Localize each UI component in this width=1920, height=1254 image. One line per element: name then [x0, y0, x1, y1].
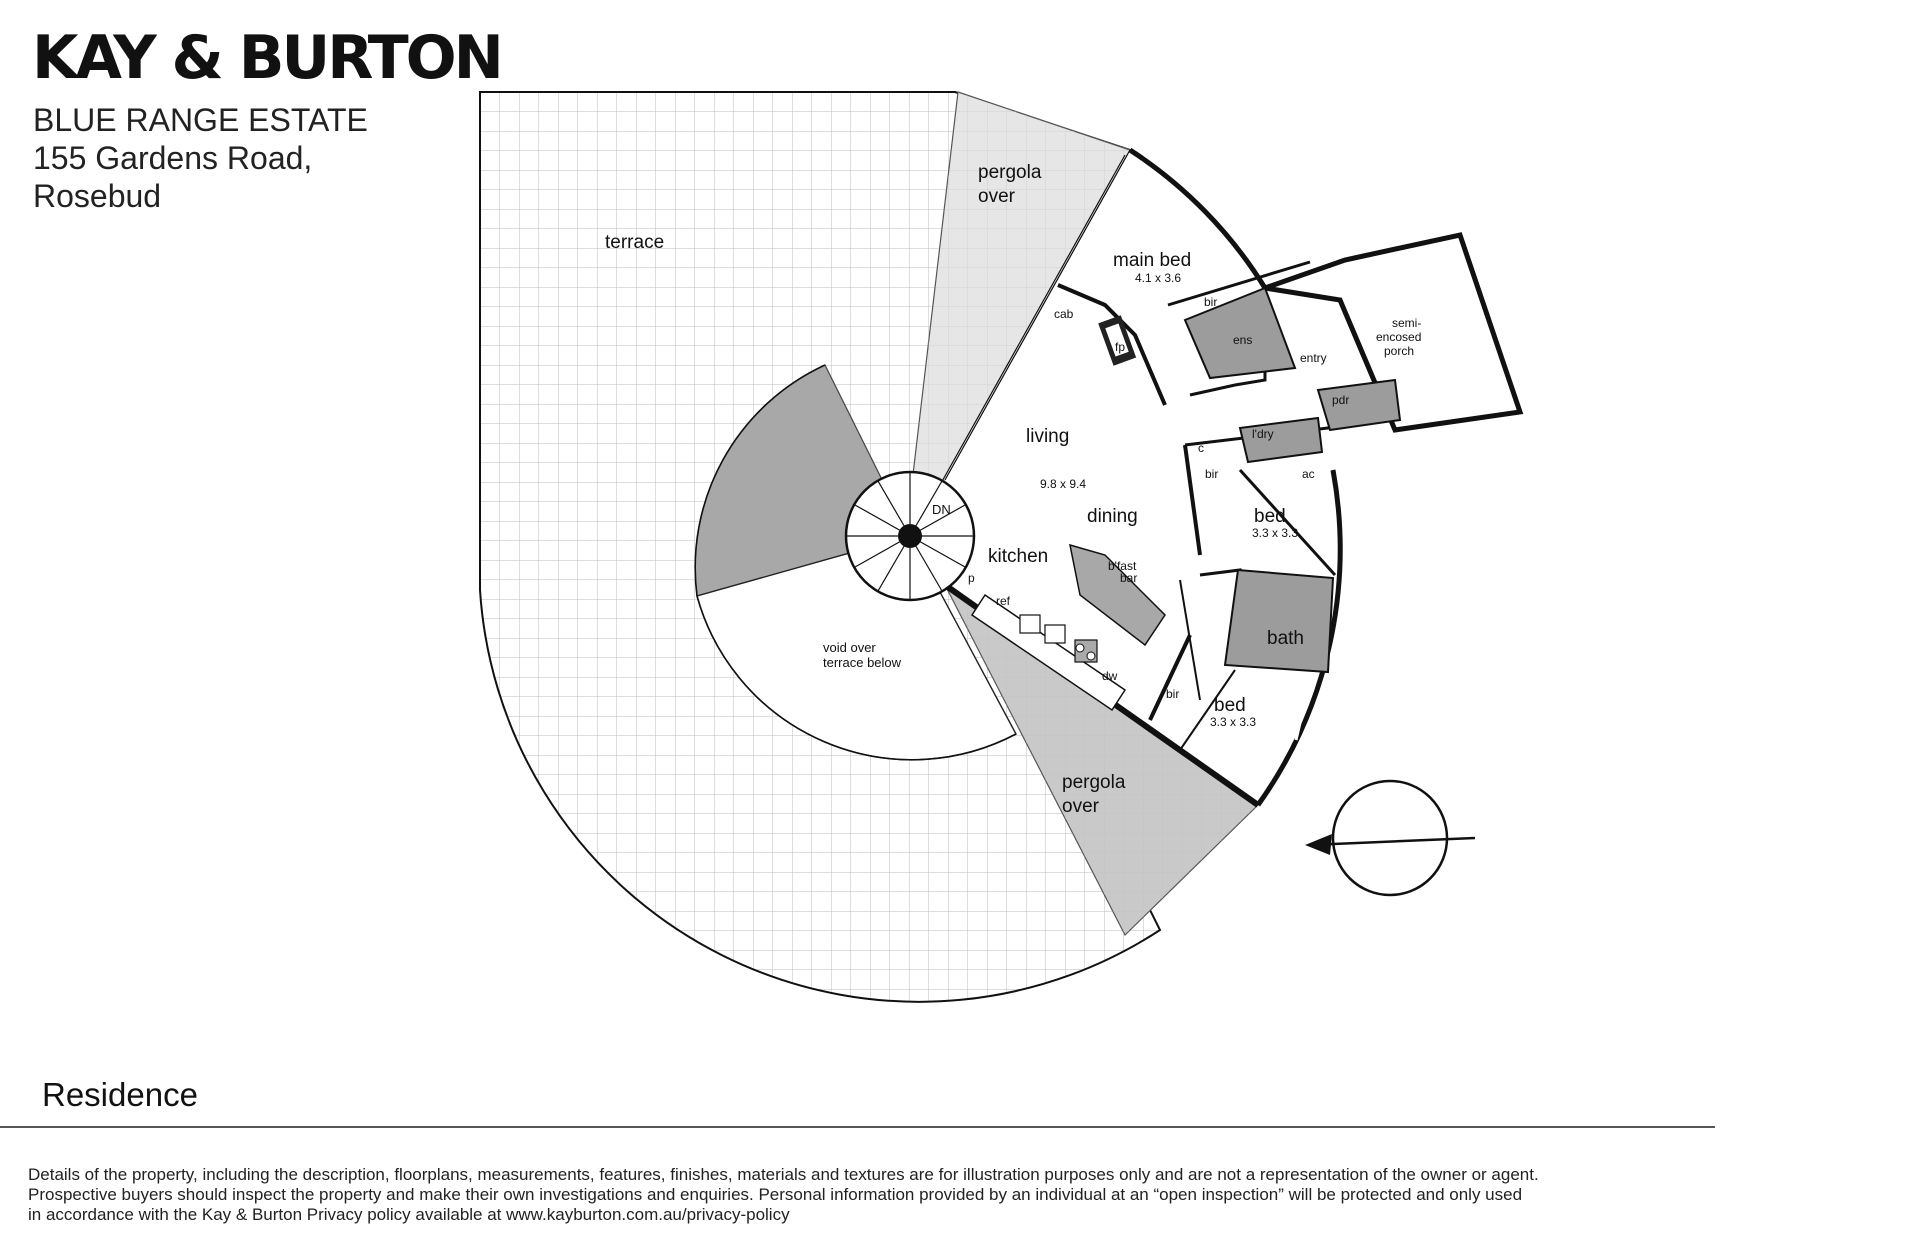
bir-bed2-label: bir: [1205, 467, 1218, 481]
dishwasher-label: dw: [1102, 669, 1118, 683]
cabinet-label: cab: [1054, 307, 1074, 321]
footer-divider: [0, 1126, 1715, 1128]
breakfast-bar: [1069, 543, 1166, 647]
living-dims: 9.8 x 9.4: [1040, 477, 1086, 491]
laundry-label: l'dry: [1252, 427, 1274, 441]
main-bed-dims: 4.1 x 3.6: [1135, 271, 1181, 285]
void-label-1: void over: [823, 640, 876, 655]
stair-direction-label: DN: [932, 502, 951, 517]
disclaimer-line-2: Prospective buyers should inspect the pr…: [28, 1185, 1523, 1204]
ens-label: ens: [1233, 333, 1252, 347]
address-line-2: 155 Gardens Road,: [33, 140, 313, 176]
porch-label-1: semi-: [1392, 316, 1421, 330]
north-arrow-icon: [1305, 779, 1476, 897]
cupboard-label: c: [1198, 441, 1204, 455]
void-label-2: terrace below: [823, 655, 902, 670]
bfast-label-1: b'fast: [1108, 559, 1137, 573]
section-title: Residence: [42, 1076, 198, 1113]
disclaimer-line-1: Details of the property, including the d…: [28, 1165, 1539, 1184]
pergola-top-label-1: pergola: [978, 162, 1042, 183]
outer-wall-curve: [1128, 147, 1268, 290]
pergola-top-label-2: over: [978, 186, 1016, 207]
pantry-label: p: [968, 571, 975, 585]
powder-wet-area: [1316, 378, 1402, 432]
disclaimer-line-3: in accordance with the Kay & Burton Priv…: [28, 1205, 790, 1224]
bed2-label: bed: [1254, 506, 1286, 527]
porch-label-3: porch: [1384, 344, 1414, 358]
bed2-dims: 3.3 x 3.3: [1252, 526, 1298, 540]
brand-logo: KAY & BURTON: [32, 23, 504, 93]
dining-label: dining: [1087, 506, 1138, 527]
spiral-stair: [844, 470, 976, 602]
pergola-bottom-label-2: over: [1062, 796, 1100, 817]
laundry-wet-area: [1238, 416, 1324, 464]
ac-label: ac: [1302, 467, 1315, 481]
address-line-3: Rosebud: [33, 178, 162, 214]
entry-label: entry: [1300, 351, 1327, 365]
pdr-label: pdr: [1332, 393, 1349, 407]
ensuite-wet-area: [1183, 286, 1297, 380]
bfast-label-2: bar: [1120, 571, 1137, 585]
terrace-label: terrace: [605, 232, 664, 253]
porch-label-2: encosed: [1376, 330, 1421, 344]
bed3-dims: 3.3 x 3.3: [1210, 715, 1256, 729]
bath-wet-area: [1223, 568, 1335, 674]
bath-label: bath: [1267, 628, 1304, 649]
main-bed-label: main bed: [1113, 250, 1191, 271]
pergola-bottom-label-1: pergola: [1062, 772, 1126, 793]
bir-main-label: bir: [1204, 295, 1217, 309]
porch-annex: [1264, 232, 1524, 433]
address-line-1: BLUE RANGE ESTATE: [33, 102, 368, 138]
living-label: living: [1026, 426, 1069, 447]
bir-bed3-label: bir: [1166, 687, 1179, 701]
fridge-label: ref: [996, 594, 1011, 608]
fireplace-label: fp: [1115, 340, 1125, 354]
bed3-label: bed: [1214, 695, 1246, 716]
kitchen-label: kitchen: [988, 546, 1048, 567]
